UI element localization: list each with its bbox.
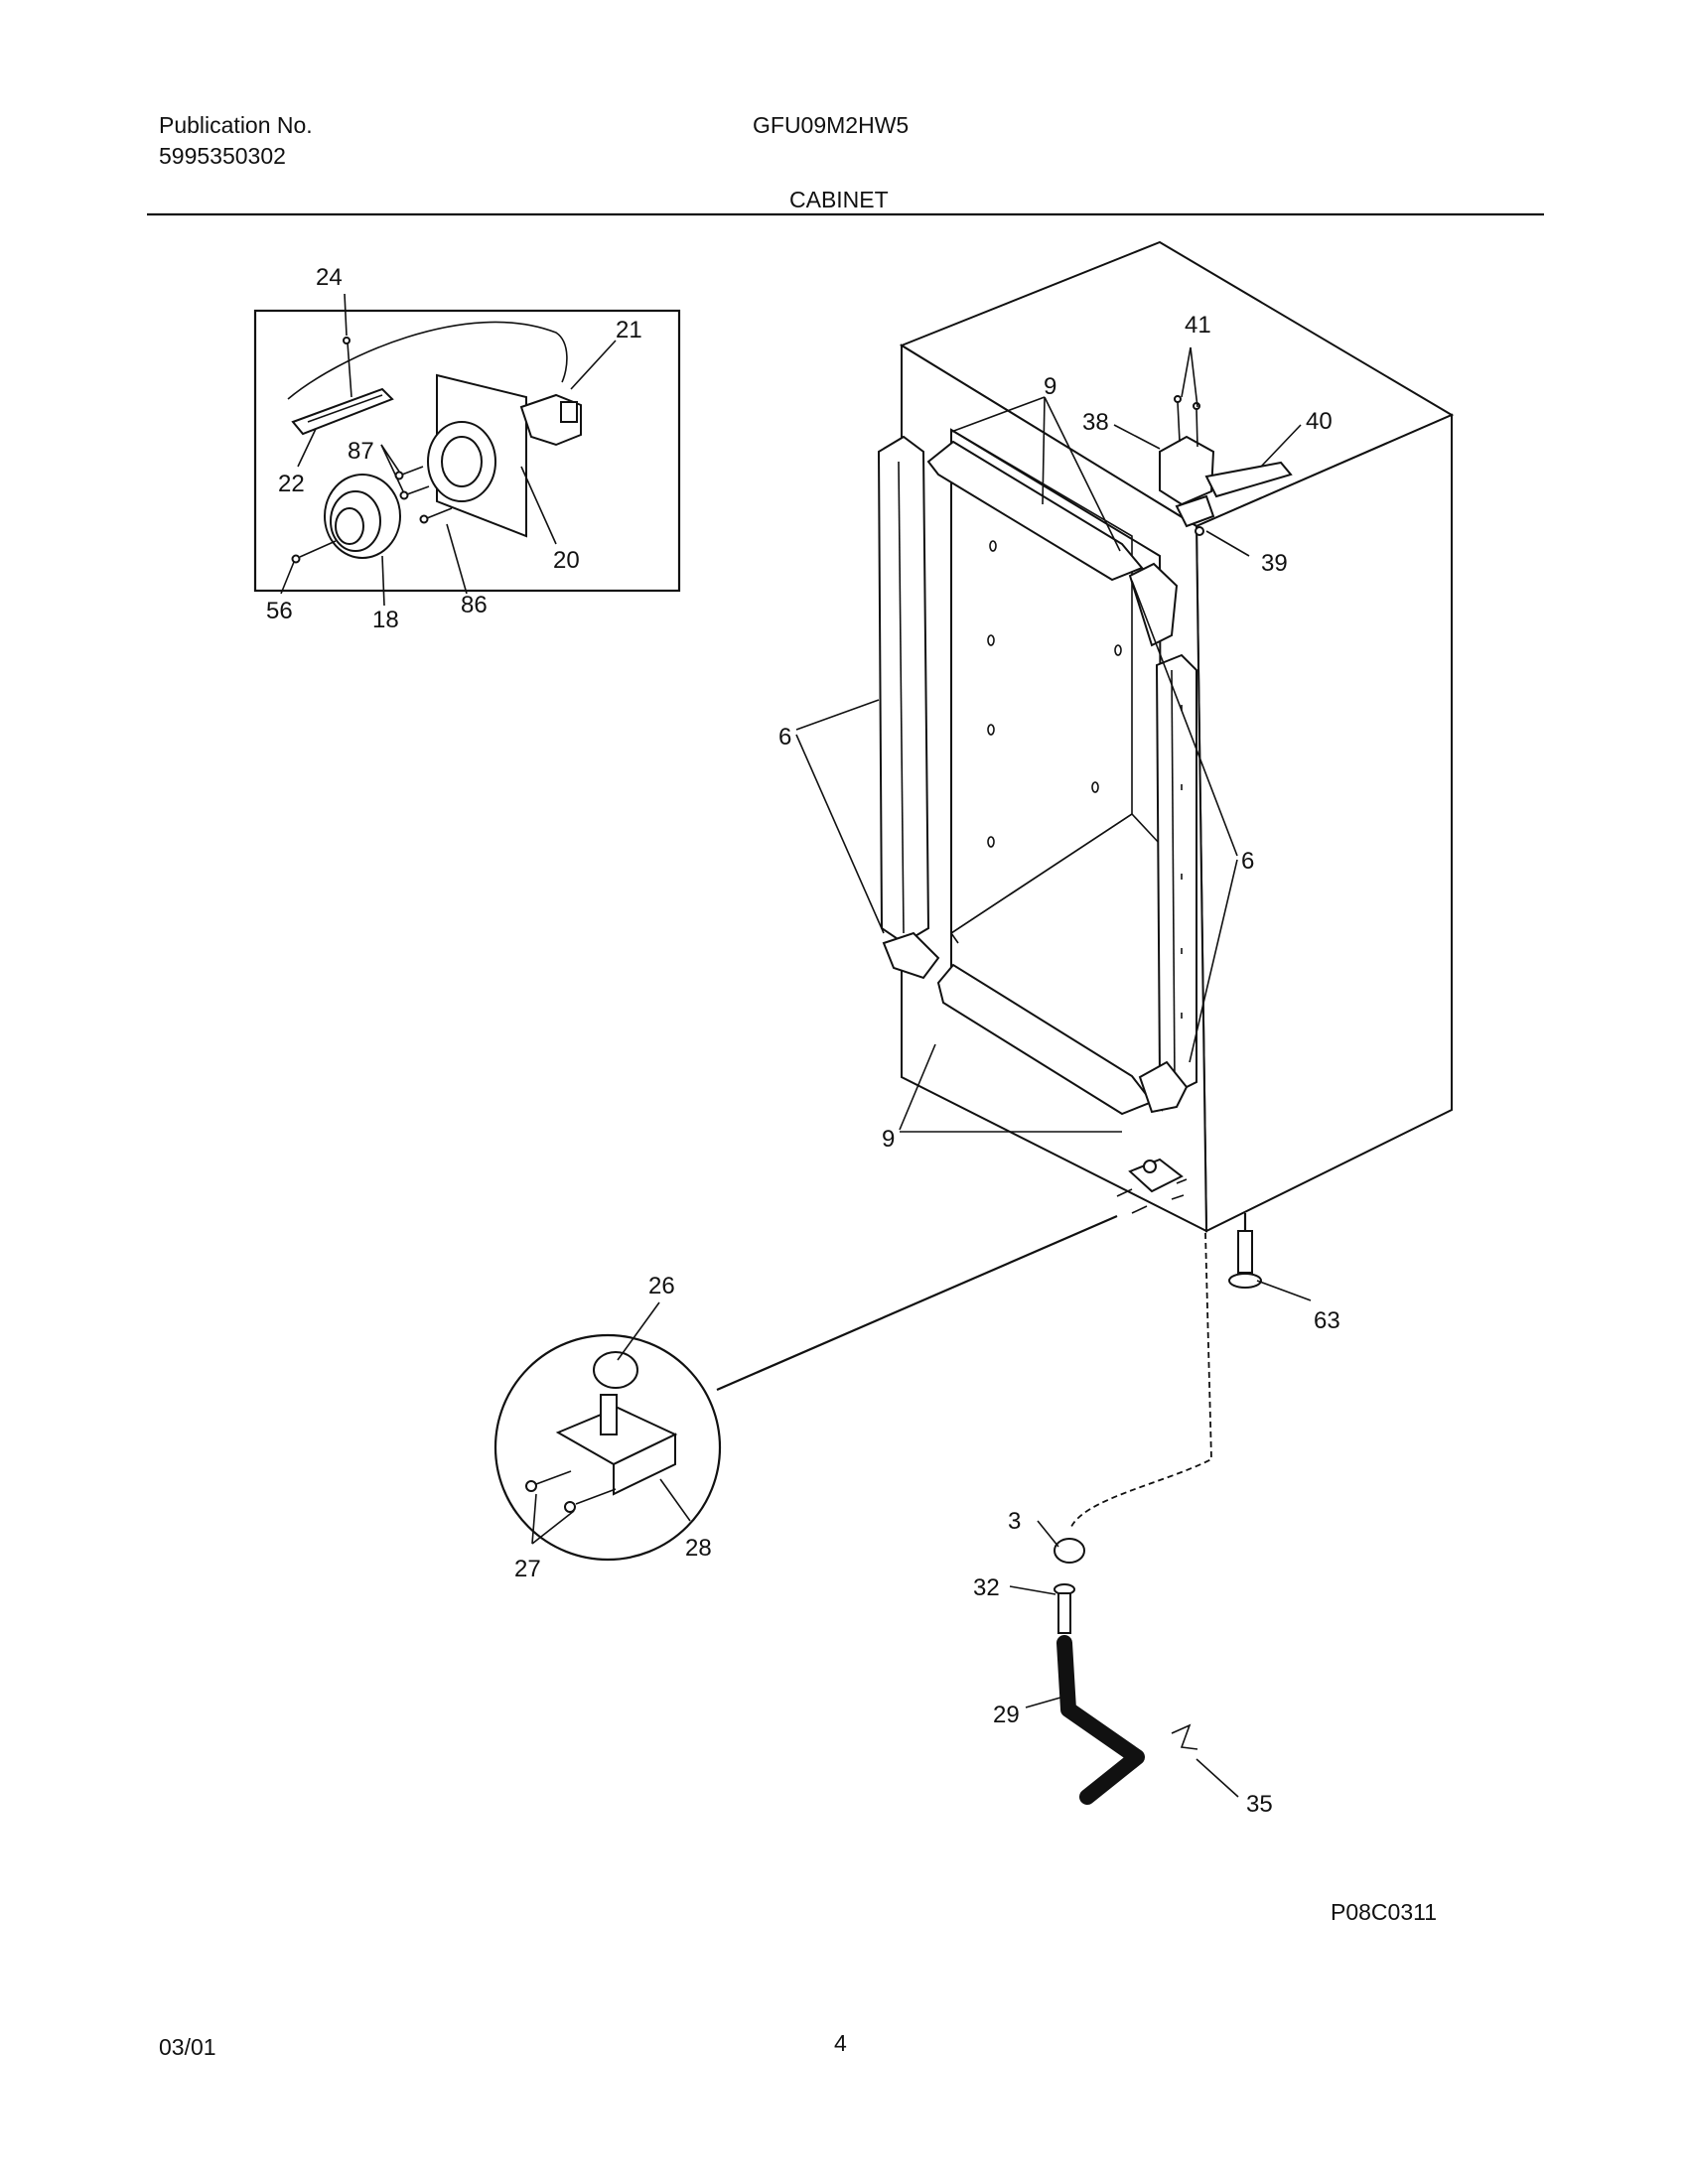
callout-28: 28 xyxy=(685,1535,712,1562)
callout-63: 63 xyxy=(1314,1307,1340,1334)
callout-29: 29 xyxy=(993,1702,1020,1728)
callout-24: 24 xyxy=(316,264,343,291)
page-number: 4 xyxy=(834,2030,847,2056)
publication-label: Publication No. xyxy=(159,112,313,138)
section-title: CABINET xyxy=(789,187,889,212)
drain-assembly xyxy=(1054,1538,1198,1805)
top-hinge-assembly xyxy=(1159,395,1293,536)
drain-path xyxy=(1069,1232,1212,1530)
cabinet-body xyxy=(877,240,1455,1233)
leveling-leg xyxy=(1228,1213,1262,1289)
model-number: GFU09M2HW5 xyxy=(753,112,910,138)
callout-9-top: 9 xyxy=(1044,373,1056,400)
callout-35: 35 xyxy=(1246,1791,1273,1818)
callout-86: 86 xyxy=(461,592,488,618)
callout-38: 38 xyxy=(1082,409,1109,436)
part-callouts: 24 21 22 87 20 56 18 86 9 41 38 40 39 6 … xyxy=(266,264,1340,1818)
callout-6-left: 6 xyxy=(778,724,791,751)
callout-20: 20 xyxy=(553,547,580,574)
bottom-hinge-detail xyxy=(493,1214,1118,1562)
leader-lines xyxy=(531,346,1312,1798)
callout-40: 40 xyxy=(1306,408,1333,435)
callout-39: 39 xyxy=(1261,550,1288,577)
callout-26: 26 xyxy=(648,1273,675,1299)
callout-22: 22 xyxy=(278,471,305,497)
callout-41: 41 xyxy=(1185,312,1211,339)
callout-21: 21 xyxy=(616,317,642,343)
diagram-code: P08C0311 xyxy=(1331,1899,1437,1925)
callout-87: 87 xyxy=(348,438,374,465)
callout-27: 27 xyxy=(514,1556,541,1582)
footer-date: 03/01 xyxy=(159,2034,216,2060)
callout-3: 3 xyxy=(1008,1508,1021,1535)
callout-9-bottom: 9 xyxy=(882,1126,895,1153)
light-assembly-inset xyxy=(253,293,681,607)
callout-6-right: 6 xyxy=(1241,848,1254,875)
publication-number: 5995350302 xyxy=(159,143,286,169)
callout-56: 56 xyxy=(266,598,293,624)
callout-32: 32 xyxy=(973,1574,1000,1601)
callout-18: 18 xyxy=(372,607,399,633)
bottom-hinge-mount xyxy=(1116,1158,1188,1214)
